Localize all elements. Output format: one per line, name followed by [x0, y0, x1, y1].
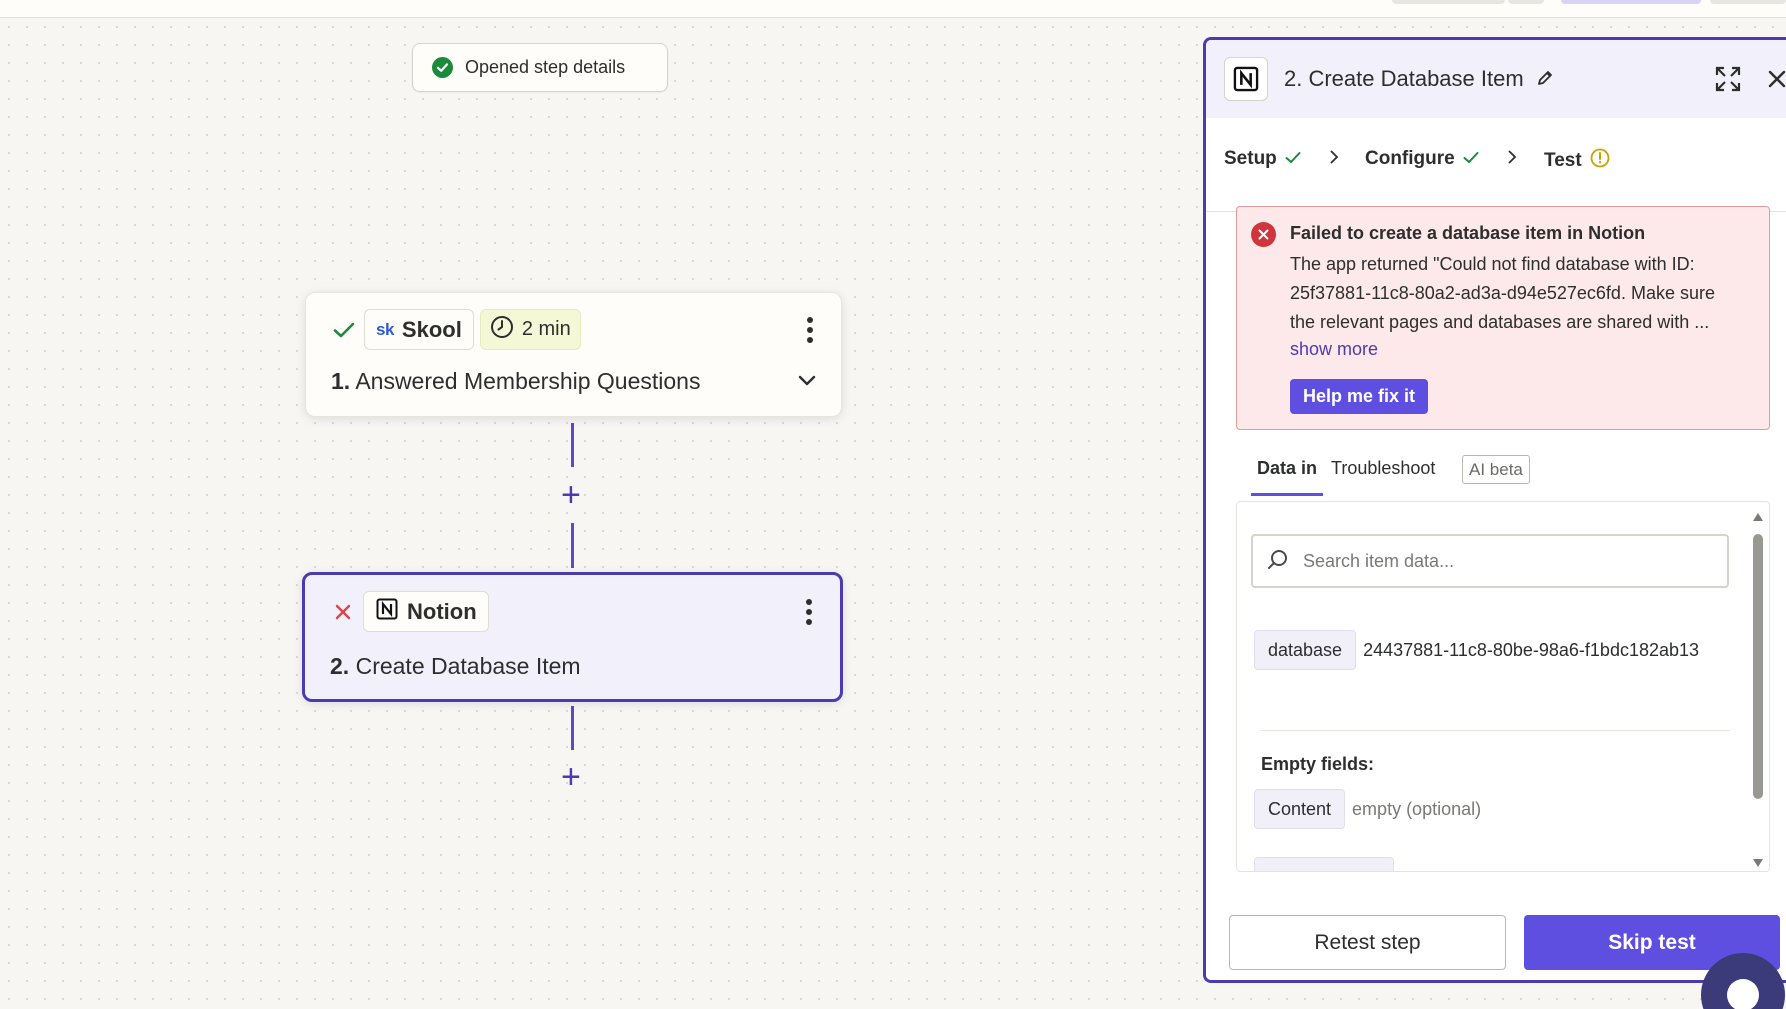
toolbar-button[interactable]	[1561, 0, 1701, 4]
tab-configure[interactable]: Configure	[1365, 148, 1479, 170]
clock-icon	[490, 315, 514, 345]
data-in-list: Search item data... database 24437881-11…	[1236, 501, 1770, 872]
divider	[1261, 730, 1730, 731]
check-icon	[330, 321, 358, 339]
app-pill-notion: Notion	[363, 591, 489, 632]
toolbar-button[interactable]	[1392, 0, 1505, 4]
tab-setup[interactable]: Setup	[1224, 148, 1301, 170]
show-more-link[interactable]: show more	[1290, 339, 1379, 359]
chat-support-icon[interactable]	[1701, 953, 1785, 1009]
toolbar-button[interactable]	[1508, 0, 1544, 4]
data-field-row: database 24437881-11c8-80be-98a6-f1bdc18…	[1254, 630, 1699, 670]
field-key: database	[1254, 630, 1357, 670]
error-title: Failed to create a database item in Noti…	[1290, 223, 1646, 243]
connector-line	[571, 423, 574, 467]
search-icon	[1267, 548, 1289, 575]
field-value: 24437881-11c8-80be-98a6-f1bdc182ab13	[1363, 639, 1700, 660]
toolbar-button[interactable]	[1710, 0, 1786, 4]
chevron-down-icon[interactable]	[797, 373, 817, 392]
connector-line	[571, 523, 574, 568]
step-title: 1. Answered Membership Questions	[331, 368, 701, 394]
warning-icon	[1590, 148, 1610, 174]
help-me-fix-button[interactable]: Help me fix it	[1290, 379, 1429, 414]
tab-troubleshoot[interactable]: Troubleshoot	[1331, 458, 1436, 478]
error-x-icon	[329, 603, 357, 621]
app-name: Notion	[407, 598, 477, 624]
tab-test[interactable]: Test	[1544, 148, 1610, 174]
panel-title: 2. Create Database Item	[1284, 66, 1554, 93]
search-placeholder: Search item data...	[1303, 550, 1455, 571]
scroll-down-icon[interactable]	[1752, 855, 1764, 871]
notion-logo-icon	[375, 597, 399, 627]
more-options-icon[interactable]	[806, 599, 812, 625]
check-circle-icon	[432, 57, 453, 78]
scrollbar-thumb[interactable]	[1753, 534, 1763, 799]
duration-badge: 2 min	[479, 309, 581, 350]
step-card-1[interactable]: sk Skool 2 min 1. Answered Membership Qu…	[305, 292, 842, 417]
top-toolbar	[0, 0, 1786, 18]
field-key: Content	[1254, 789, 1346, 829]
panel-tabs: Setup Configure Test	[1206, 118, 1786, 212]
scroll-up-icon[interactable]	[1752, 509, 1764, 527]
field-key	[1254, 857, 1394, 871]
edit-pencil-icon[interactable]	[1536, 67, 1554, 93]
step-card-2[interactable]: Notion 2. Create Database Item	[302, 572, 843, 702]
toast-notification: Opened step details	[412, 43, 668, 92]
panel-footer: Retest step Skip test	[1206, 898, 1786, 980]
app-pill-skool: sk Skool	[364, 309, 474, 350]
step-title: 2. Create Database Item	[330, 653, 581, 679]
chevron-right-icon	[1328, 148, 1340, 171]
panel-header: 2. Create Database Item	[1206, 40, 1786, 118]
search-input[interactable]: Search item data...	[1251, 534, 1729, 588]
duration-text: 2 min	[521, 318, 571, 340]
skool-logo-icon: sk	[376, 319, 394, 339]
tab-data-in[interactable]: Data in	[1257, 458, 1318, 478]
add-step-icon[interactable]: +	[561, 758, 581, 796]
error-circle-icon	[1251, 222, 1276, 247]
data-subtabs: Data in Troubleshoot AI beta	[1206, 438, 1786, 496]
notion-logo-icon	[1224, 57, 1268, 101]
chevron-right-icon	[1506, 148, 1518, 171]
expand-icon[interactable]	[1714, 65, 1742, 98]
add-step-icon[interactable]: +	[561, 476, 581, 514]
connector-line	[571, 706, 574, 750]
retest-step-button[interactable]: Retest step	[1229, 915, 1506, 970]
error-message: The app returned "Could not find databas…	[1290, 254, 1715, 332]
check-icon	[1463, 148, 1479, 170]
close-icon[interactable]	[1768, 70, 1786, 93]
step-details-panel: 2. Create Database Item Setup Configure …	[1203, 37, 1786, 983]
scrollbar[interactable]	[1745, 502, 1769, 871]
field-value: empty (optional)	[1352, 798, 1482, 819]
ai-beta-badge: AI beta	[1462, 455, 1530, 484]
empty-fields-label: Empty fields:	[1261, 754, 1375, 774]
error-alert: Failed to create a database item in Noti…	[1236, 206, 1770, 430]
subtab-active-underline	[1251, 493, 1323, 496]
more-options-icon[interactable]	[807, 317, 813, 343]
toast-text: Opened step details	[465, 57, 626, 77]
app-name: Skool	[401, 316, 462, 342]
check-icon	[1285, 148, 1301, 170]
empty-field-row: Content empty (optional)	[1254, 789, 1481, 829]
